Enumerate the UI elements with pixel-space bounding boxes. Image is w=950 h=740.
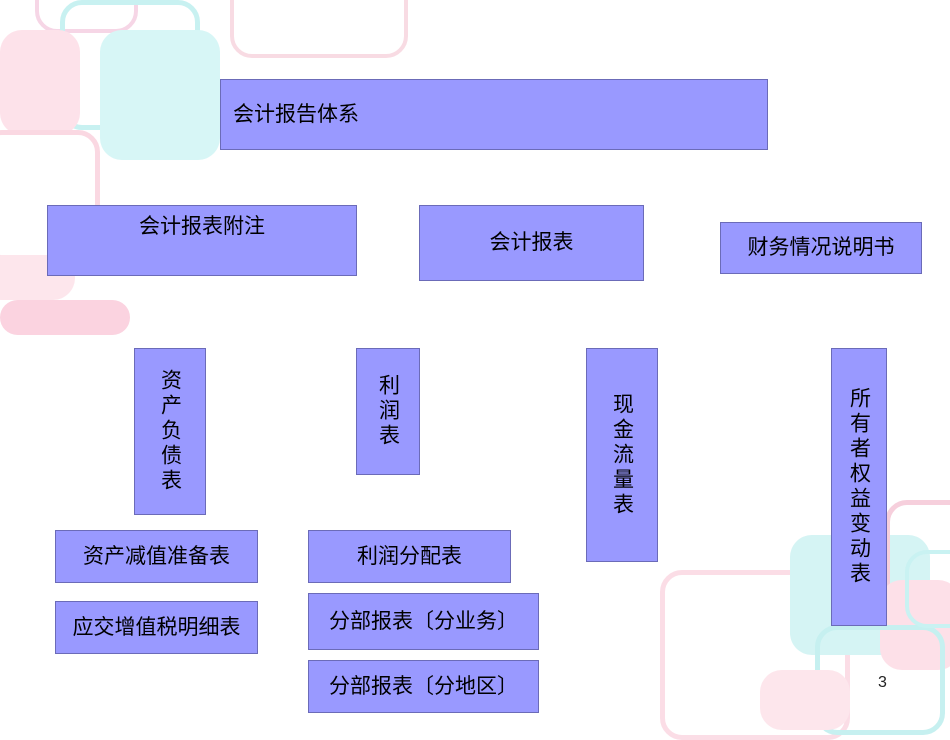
segment-region-label: 分部报表〔分地区〕 (329, 673, 518, 698)
vat-box: 应交增值税明细表 (55, 601, 258, 654)
cash-flow-label: 现金流量表 (610, 392, 635, 518)
impairment-label: 资产减值准备表 (83, 543, 230, 568)
root-box: 会计报告体系 (220, 79, 768, 150)
segment-region-box: 分部报表〔分地区〕 (308, 660, 539, 713)
decorative-square (35, 0, 138, 33)
statements-label: 会计报表 (489, 230, 574, 255)
balance-sheet-box: 资产负债表 (134, 348, 206, 515)
root-label: 会计报告体系 (233, 101, 359, 126)
notes-label: 会计报表附注 (139, 214, 265, 238)
segment-business-box: 分部报表〔分业务〕 (308, 593, 539, 650)
decorative-square (0, 300, 130, 335)
decorative-square (230, 0, 408, 58)
income-statement-label: 利润表 (376, 374, 401, 449)
cash-flow-box: 现金流量表 (586, 348, 658, 562)
profit-distribution-label: 利润分配表 (357, 543, 462, 568)
decorative-square (760, 670, 850, 730)
financial-explanation-label: 财务情况说明书 (747, 235, 895, 260)
financial-explanation-box: 财务情况说明书 (720, 222, 922, 274)
impairment-box: 资产减值准备表 (55, 530, 258, 583)
decorative-square (100, 30, 220, 160)
page-number: 3 (878, 674, 887, 691)
profit-distribution-box: 利润分配表 (308, 530, 511, 583)
equity-change-box: 所有者权益变动表 (831, 348, 887, 626)
income-statement-box: 利润表 (356, 348, 420, 475)
equity-change-label: 所有者权益变动表 (847, 387, 872, 587)
statements-box: 会计报表 (419, 205, 644, 281)
notes-box: 会计报表附注 (47, 205, 357, 276)
segment-business-label: 分部报表〔分业务〕 (329, 608, 518, 633)
decorative-square (0, 30, 80, 135)
balance-sheet-label: 资产负债表 (158, 369, 183, 494)
vat-label: 应交增值税明细表 (72, 614, 241, 639)
decorative-square (905, 550, 950, 628)
